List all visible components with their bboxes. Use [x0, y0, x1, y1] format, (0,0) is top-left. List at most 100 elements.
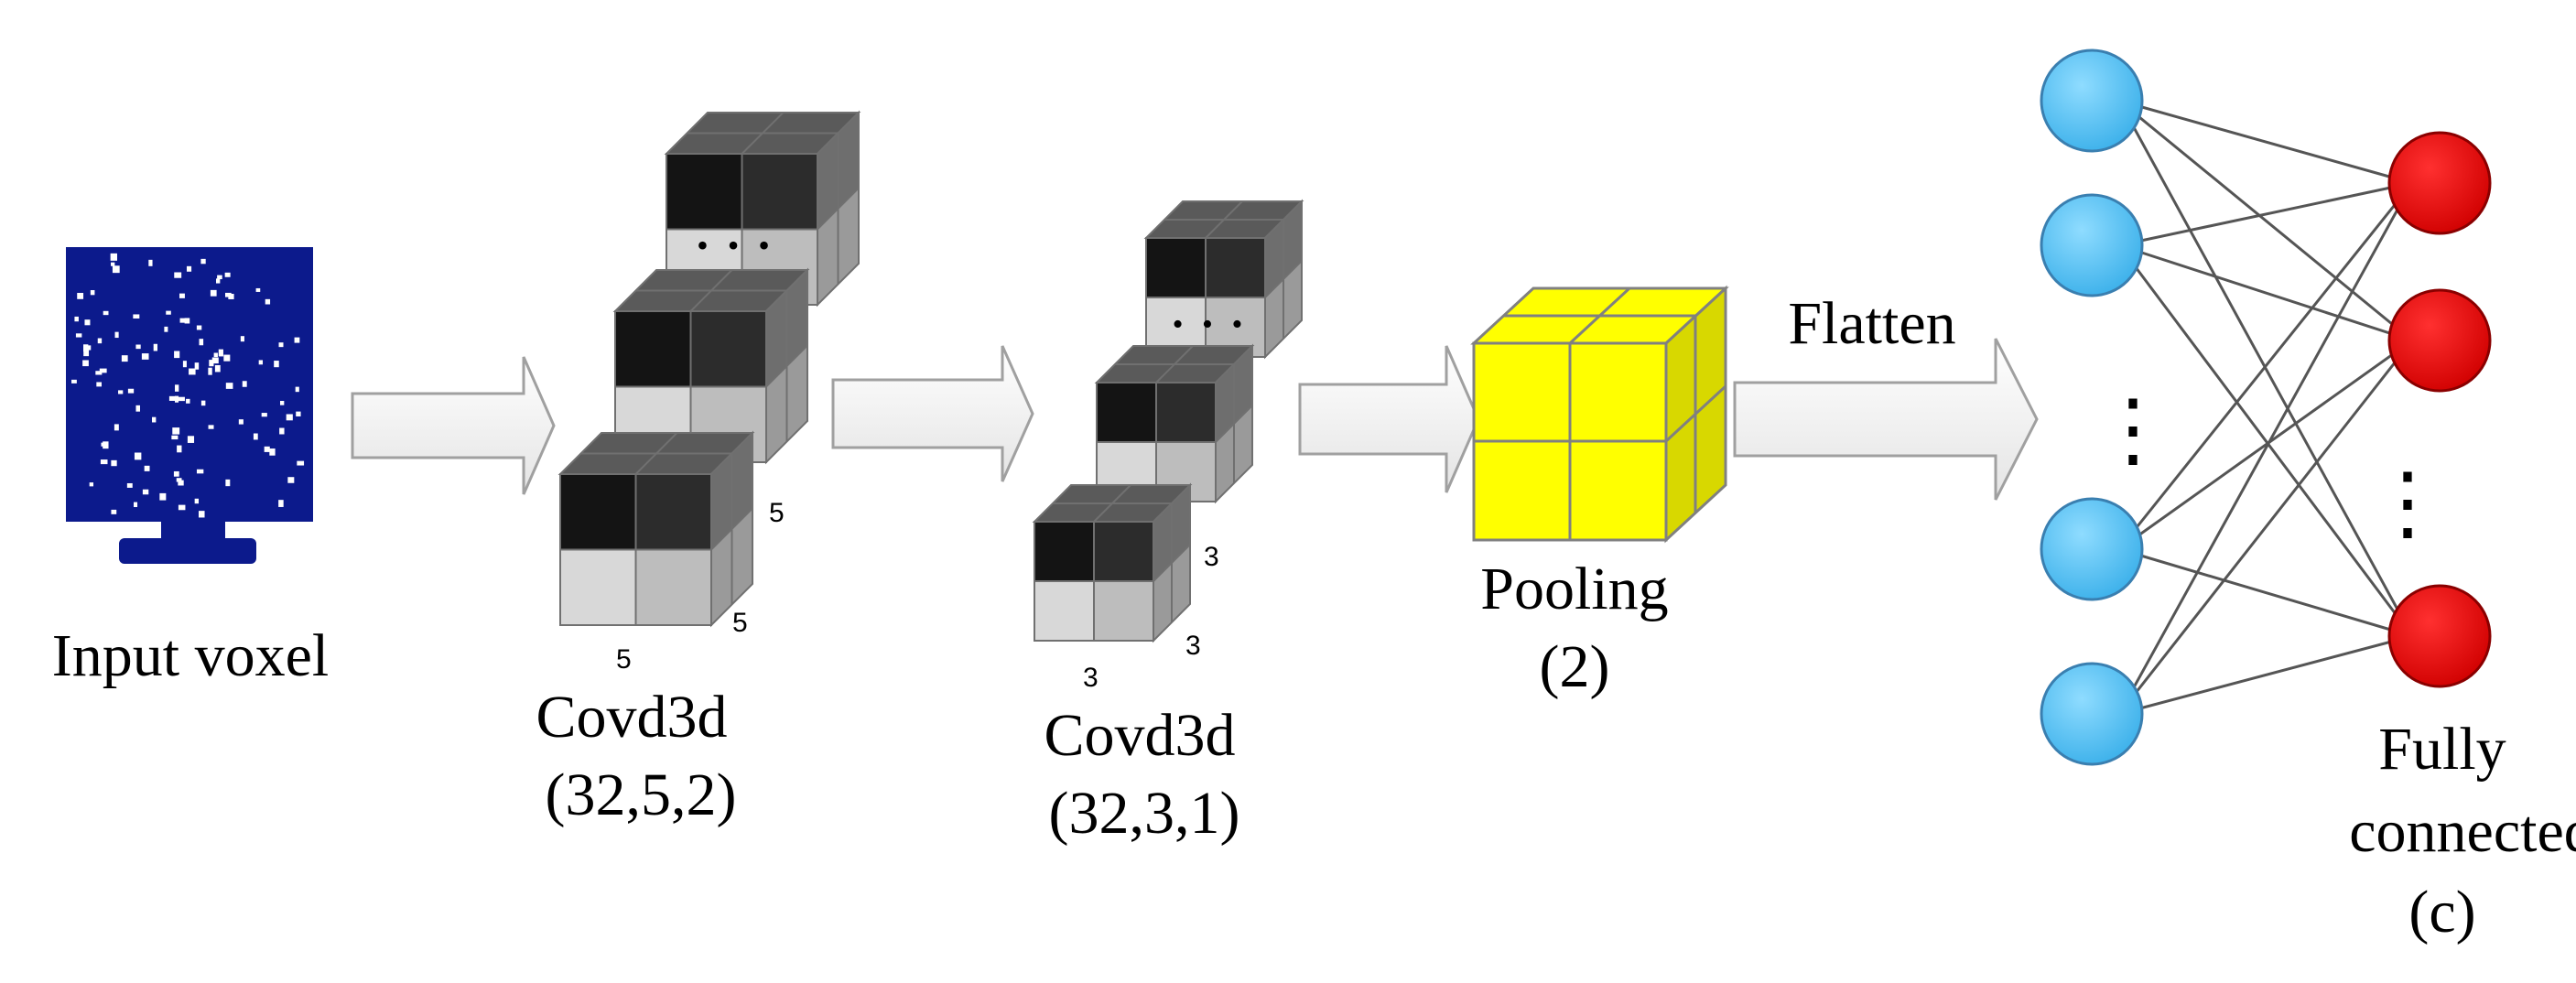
voxel-speckle	[96, 382, 102, 387]
voxel-speckle	[261, 413, 267, 417]
voxel-speckle	[295, 386, 299, 393]
voxel-speckle	[89, 482, 94, 487]
voxel-speckle	[153, 343, 158, 351]
arrow-2	[831, 345, 1034, 482]
fc-label-line3: (c)	[2408, 879, 2475, 945]
voxel-speckle	[114, 424, 119, 431]
fc-edge	[2118, 547, 2413, 638]
voxel-speckle	[77, 293, 84, 299]
voxel-speckle	[198, 511, 205, 518]
voxel-speckle	[142, 489, 149, 495]
voxel-speckle	[174, 272, 182, 278]
voxel-speckle	[225, 383, 233, 389]
voxel-speckle	[178, 480, 184, 486]
voxel-speckle	[111, 459, 117, 467]
voxel-speckle	[83, 349, 90, 357]
arrow-1	[351, 356, 556, 495]
fc-label-line1: Fully	[2378, 716, 2506, 783]
conv1-params-label: (32,5,2)	[546, 762, 737, 828]
voxel-speckle	[179, 293, 185, 298]
voxel-speckle	[194, 362, 200, 370]
voxel-speckle	[196, 325, 202, 330]
voxel-speckle	[174, 351, 180, 359]
pooling-params-label: (2)	[1540, 633, 1610, 700]
voxel-speckle	[287, 477, 295, 483]
voxel-speckle	[214, 364, 221, 373]
voxel-speckle	[278, 342, 284, 348]
voxel-speckle	[82, 344, 89, 352]
voxel-speckle	[199, 339, 204, 346]
voxel-speckle	[95, 371, 103, 375]
fc-edge	[2117, 100, 2414, 637]
voxel-speckle	[110, 253, 117, 261]
fc-edge	[2118, 634, 2413, 716]
voxel-speckle	[296, 411, 301, 416]
voxel-speckle	[177, 445, 182, 453]
output-neuron	[2387, 131, 2492, 235]
conv1-cube-front	[557, 430, 755, 628]
voxel-speckle	[196, 469, 204, 474]
voxel-speckle	[74, 316, 79, 322]
voxel-speckle	[173, 470, 179, 477]
voxel-speckle	[210, 289, 217, 297]
voxel-speckle	[178, 504, 186, 511]
arrow-3	[1298, 345, 1480, 493]
fc-output-layer	[2387, 131, 2492, 688]
fc-input-layer	[2040, 49, 2144, 766]
input-voxel-image	[66, 247, 313, 564]
arrow-4	[1733, 338, 2039, 501]
voxel-speckle	[135, 405, 140, 412]
voxel-speckle	[238, 419, 244, 425]
voxel-speckle	[215, 278, 221, 284]
voxel-speckle	[141, 353, 149, 360]
voxel-speckle	[279, 427, 285, 435]
conv2-height-label: 3	[1204, 542, 1219, 572]
voxel-speckle	[172, 427, 180, 435]
conv1-width-label: 5	[616, 644, 632, 675]
voxel-speckle	[168, 395, 176, 401]
conv2-name-label: Covd3d	[1044, 702, 1235, 769]
fc-edge	[2118, 243, 2413, 342]
voxel-speckle	[184, 318, 190, 324]
voxel-speckle	[280, 400, 285, 405]
voxel-speckle	[134, 452, 142, 460]
voxel-speckle	[240, 336, 244, 342]
voxel-speckle	[164, 326, 168, 332]
voxel-speckle	[186, 398, 190, 404]
voxel-speckle	[118, 390, 124, 394]
voxel-speckle	[253, 433, 258, 440]
voxel-speckle	[97, 338, 103, 344]
conv2-stack-ellipsis: • • •	[1173, 308, 1249, 341]
conv2-cube-middle	[1094, 343, 1255, 504]
voxel-speckle	[208, 425, 214, 429]
voxel-speckle	[242, 381, 247, 387]
fc-edge	[2118, 99, 2413, 185]
voxel-speckle	[133, 314, 140, 319]
voxel-speckle	[144, 465, 150, 471]
voxel-speckle	[82, 360, 89, 367]
fc-edge	[2118, 181, 2413, 247]
conv1-cube-back	[664, 110, 861, 308]
voxel-speckle	[84, 319, 91, 326]
voxel-speckle	[213, 352, 218, 358]
voxel-speckle	[274, 361, 279, 368]
conv2-cube-front	[1032, 482, 1193, 643]
fc-edge	[2118, 99, 2413, 342]
voxel-speckle	[135, 344, 141, 350]
conv1-name-label: Covd3d	[536, 684, 727, 751]
voxel-speckle	[217, 275, 222, 280]
voxel-speckle	[200, 400, 206, 406]
input-voxel-label: Input voxel	[52, 622, 329, 689]
voxel-speckle	[269, 448, 276, 456]
voxel-speckle	[127, 388, 135, 394]
voxel-speckle	[187, 436, 195, 443]
voxel-speckle	[225, 292, 232, 297]
voxel-speckle	[126, 482, 133, 488]
voxel-speckle	[174, 395, 179, 403]
voxel-speckle	[209, 360, 214, 367]
voxel-speckle	[225, 479, 231, 487]
voxel-speckle	[148, 259, 153, 266]
voxel-speckle	[255, 287, 261, 292]
voxel-speckle	[111, 262, 115, 266]
